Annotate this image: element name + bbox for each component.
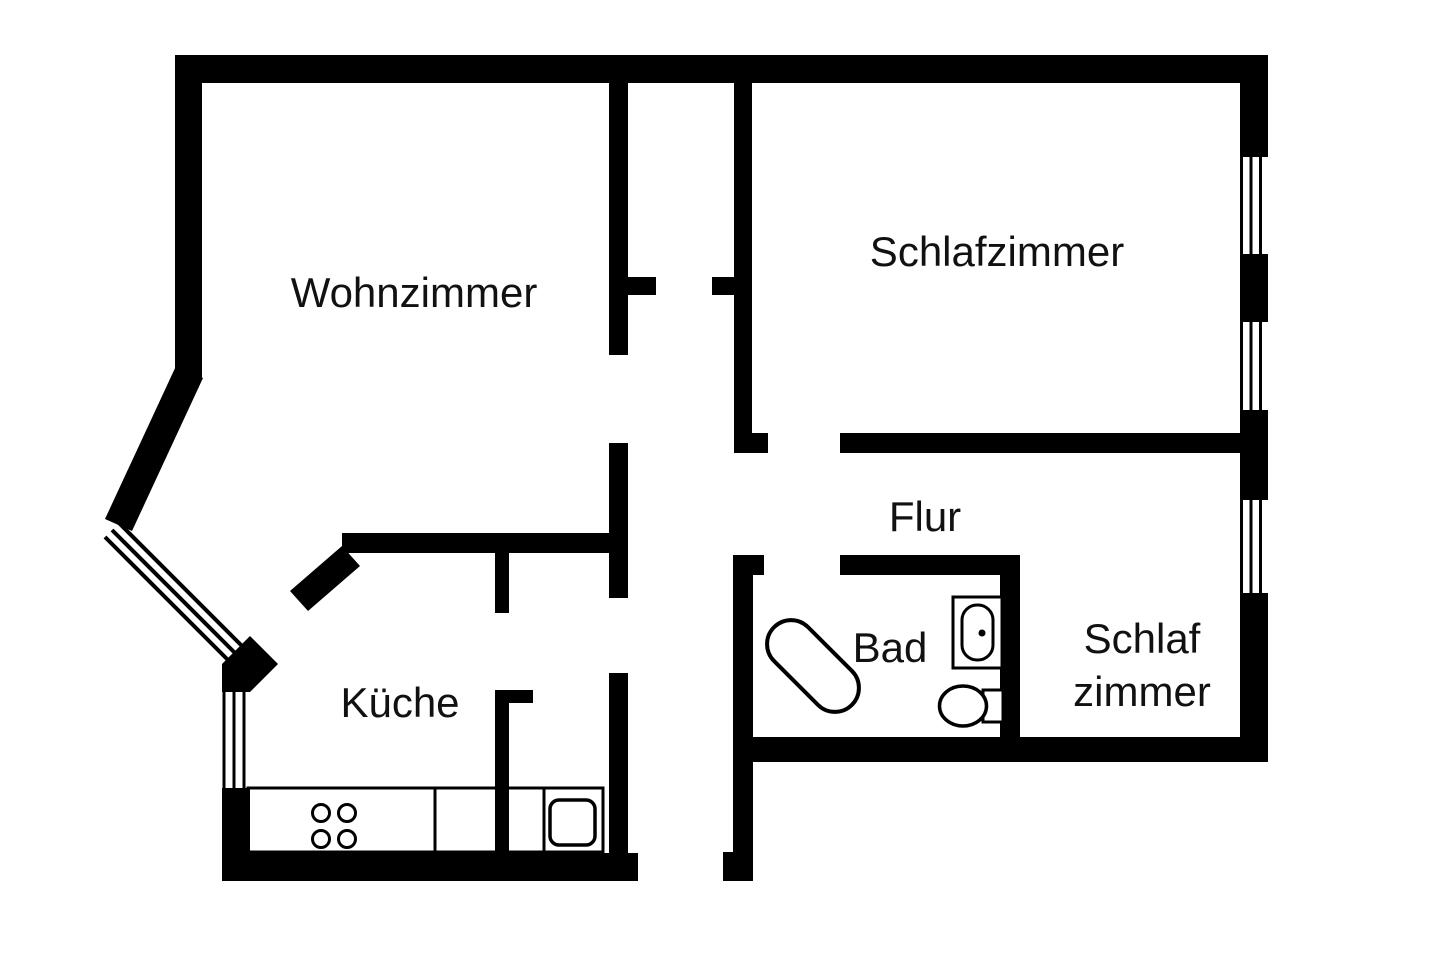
wall-hall-top-stub — [752, 433, 768, 453]
wall-outer-left — [175, 55, 202, 380]
stove-burners — [311, 803, 357, 849]
room-label-schlafzimmer2-line1: Schlaf — [1083, 615, 1201, 662]
toilet — [937, 684, 1005, 728]
window-kitchen-left — [222, 692, 246, 788]
wall-outer-top — [175, 55, 1268, 83]
window-right-lower — [1240, 500, 1262, 593]
room-label-flur: Flur — [888, 493, 962, 540]
wall-kitchen-niche-nub — [509, 690, 533, 703]
wall-entrance-foot — [723, 852, 753, 881]
kitchen-counter — [246, 786, 605, 854]
wall-bath-top — [840, 555, 1020, 575]
wall-bedroom-doorframe — [712, 277, 734, 295]
window-right-middle — [1240, 322, 1262, 410]
wall-livingroom-right-2 — [609, 443, 628, 598]
wall-bath-doorframe — [753, 555, 764, 575]
wall-livingroom-doorframe — [628, 277, 656, 295]
wall-outer-right-4 — [1240, 593, 1268, 762]
wall-outer-right-1 — [1240, 55, 1268, 157]
wall-kitchen-niche — [495, 690, 509, 853]
wall-bay-diagonal — [105, 366, 203, 531]
wall-bath-right — [1000, 555, 1020, 762]
wall-livingroom-right-1 — [609, 83, 628, 355]
wall-bay-corner-cap — [222, 664, 250, 692]
wall-outer-right-2 — [1240, 254, 1268, 322]
room-label-kueche: Küche — [340, 679, 460, 726]
washbasin — [951, 595, 1004, 670]
room-label-schlafzimmer2-line2: zimmer — [1073, 667, 1211, 715]
room-label-schlafzimmer2: Schlaf zimmer — [1073, 613, 1211, 719]
wall-bath-left — [733, 555, 753, 881]
room-label-schlafzimmer: Schlafzimmer — [869, 228, 1125, 275]
wall-livingroom-right-3 — [609, 673, 628, 853]
wall-hall-top — [840, 433, 1240, 453]
window-bay-diagonal — [103, 521, 249, 667]
wall-kitchen-bottom — [222, 853, 638, 881]
room-label-bad: Bad — [852, 624, 928, 671]
bathtub — [765, 618, 861, 714]
wall-outer-right-3 — [1240, 410, 1268, 500]
wall-kitchen-doorframe — [495, 553, 509, 613]
wall-bedroom-left — [734, 83, 752, 453]
window-right-upper — [1240, 157, 1262, 254]
wall-kitchen-diagonal — [290, 546, 360, 611]
room-label-wohnzimmer: Wohnzimmer — [290, 269, 538, 316]
wall-kitchen-top — [342, 533, 628, 553]
kitchen-sink — [548, 798, 597, 847]
